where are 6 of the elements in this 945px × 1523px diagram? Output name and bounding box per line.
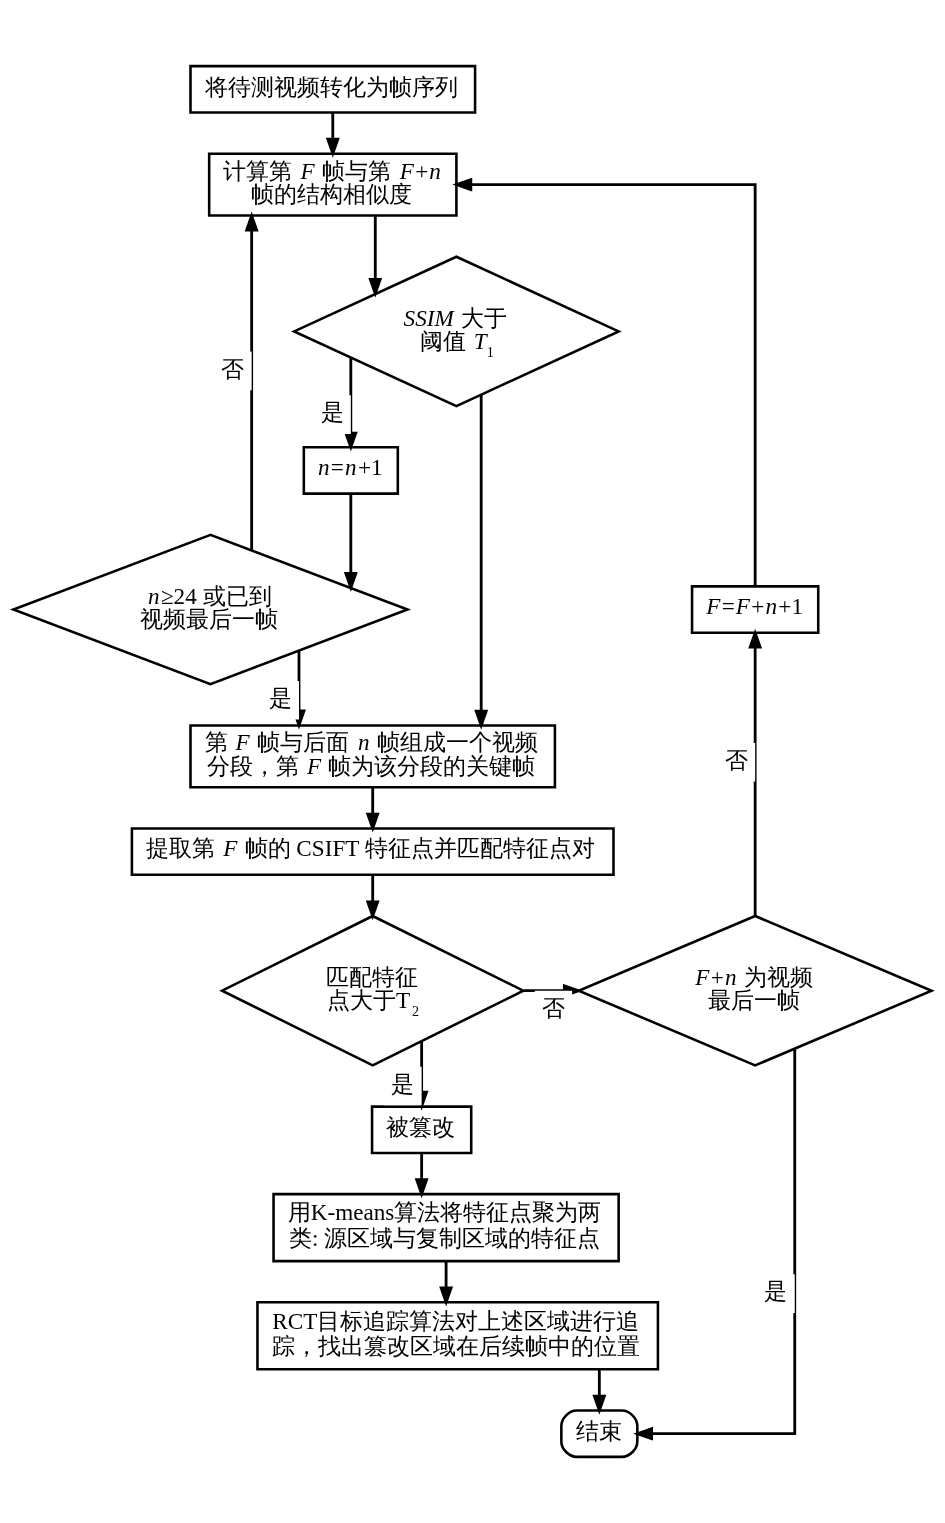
edge-label: 是 xyxy=(764,1278,788,1305)
edge-label: 是 xyxy=(391,1070,415,1097)
edge-label: 否 xyxy=(221,355,245,382)
edge-label: 是 xyxy=(268,684,292,711)
edge-label: 否 xyxy=(724,746,748,773)
edge-label: 否 xyxy=(541,994,565,1021)
